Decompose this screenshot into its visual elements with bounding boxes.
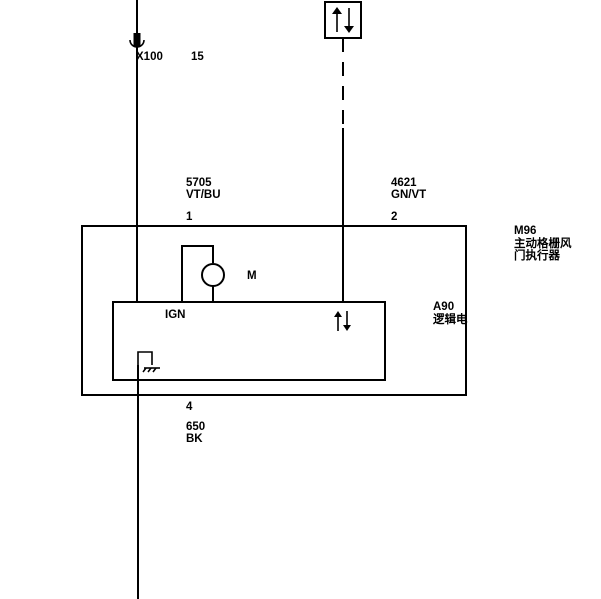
wire-ground-pin: 4 xyxy=(186,401,193,413)
wire-right-pin: 2 xyxy=(391,211,397,223)
component-inner-name: 逻辑电 xyxy=(432,312,468,326)
wire-ground-circuit: 650 xyxy=(186,421,205,433)
connector-pin: 15 xyxy=(191,51,204,63)
wire-left-color: VT/BU xyxy=(186,189,221,201)
component-outer-name-1: 主动格栅风 xyxy=(514,236,572,250)
wire-ground-color: BK xyxy=(186,433,203,445)
motor-label: M xyxy=(247,270,257,282)
wire-right-circuit: 4621 xyxy=(391,177,417,189)
wire-left-pin: 1 xyxy=(186,211,193,223)
component-inner-box xyxy=(112,301,386,381)
ign-label: IGN xyxy=(165,309,185,321)
component-outer-box xyxy=(81,225,467,396)
connector-icon xyxy=(129,33,145,48)
wire-right-color: GN/VT xyxy=(391,189,426,201)
bidirectional-data-icon xyxy=(324,1,362,39)
inner-bidirectional-icon xyxy=(334,311,351,331)
motor-icon xyxy=(181,245,225,302)
connector-label: X100 xyxy=(136,51,163,63)
component-outer-id: M96 xyxy=(514,225,536,237)
wire-left-circuit: 5705 xyxy=(186,177,212,189)
ground-icon xyxy=(137,351,160,373)
component-inner-id: A90 xyxy=(433,301,454,313)
component-outer-name-2: 门执行器 xyxy=(514,248,560,262)
